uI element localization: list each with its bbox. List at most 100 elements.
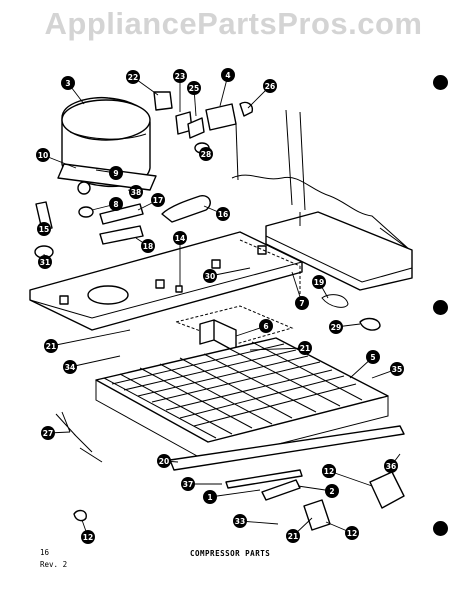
callout-18: 18 [141,239,155,253]
base-plate [29,231,303,331]
callout-marker [199,147,213,161]
callout-number: 31 [40,258,50,267]
callout-marker [233,514,247,528]
callout-number: 27 [43,429,53,438]
callout-marker [366,350,380,364]
callout-2: 2 [325,484,339,498]
callout-number: 7 [299,299,304,308]
callout-marker [286,529,300,543]
callout-marker [345,526,359,540]
callout-marker [141,239,155,253]
callout-marker [109,197,123,211]
callout-31: 31 [38,255,52,269]
callout-23: 23 [173,69,187,83]
callout-14: 14 [173,231,187,245]
callout-number: 14 [175,234,185,243]
callout-marker [173,231,187,245]
callout-marker [312,275,326,289]
callout-marker [221,68,235,82]
gasket-19 [321,294,349,308]
bracket-6 [199,319,237,353]
callout-marker [329,320,343,334]
fan-motor [369,471,405,509]
callout-marker [216,207,230,221]
clip-29 [359,317,381,331]
binder-hole-middle [433,300,448,315]
callout-marker [44,339,58,353]
callout-marker [173,69,187,83]
callout-number: 1 [207,493,212,502]
callout-28: 28 [199,147,213,161]
callout-marker [109,166,123,180]
callout-number: 29 [331,323,341,332]
callout-number: 17 [153,196,163,205]
binder-hole-bottom [433,521,448,536]
page-number: 16 [40,548,50,557]
callout-30: 30 [203,269,217,283]
callout-36: 36 [384,459,398,473]
callout-marker [187,81,201,95]
callout-number: 18 [143,242,153,251]
callout-number: 22 [128,73,138,82]
callout-37: 37 [181,477,195,491]
callout-number: 6 [263,322,268,331]
callout-number: 33 [235,517,245,526]
callout-number: 5 [370,353,375,362]
callout-number: 12 [83,533,93,542]
callout-1: 1 [203,490,217,504]
callout-labels: 1234567891011121212141516171819202121212… [36,68,404,544]
callout-5: 5 [366,350,380,364]
callout-20: 20 [157,454,171,468]
motor-bracket [303,499,331,531]
callout-35: 35 [390,362,404,376]
side-bracket [265,211,413,291]
callout-number: 8 [113,200,118,209]
callout-marker [63,360,77,374]
callout-number: 21 [46,342,56,351]
callout-21: 21 [286,529,300,543]
tubing-parts [34,195,211,259]
callout-number: 3 [65,79,70,88]
drain-tray [169,425,405,489]
callout-marker [259,319,273,333]
callout-number: 28 [201,150,211,159]
callout-marker [384,459,398,473]
callout-3: 3 [61,76,75,90]
callout-marker [157,454,171,468]
callout-number: 12 [324,467,334,476]
callout-7: 7 [295,296,309,310]
binder-hole-top [433,75,448,90]
callout-marker [81,530,95,544]
callout-number: 38 [131,188,141,197]
callout-12: 12 [81,530,95,544]
watermark: AppliancePartsPros.com [44,6,423,41]
callout-6: 6 [259,319,273,333]
callout-number: 35 [392,365,402,374]
condenser-coil [95,337,389,463]
callout-marker [390,362,404,376]
callout-number: 15 [39,225,49,234]
callout-38: 38 [129,185,143,199]
callout-17: 17 [151,193,165,207]
callout-marker [36,148,50,162]
callout-number: 10 [38,151,48,160]
callout-marker [203,490,217,504]
callout-25: 25 [187,81,201,95]
callout-number: 19 [314,278,324,287]
callout-marker [325,484,339,498]
callout-number: 36 [386,462,396,471]
callout-number: 20 [159,457,169,466]
wire-harness [55,411,103,463]
callout-marker [41,426,55,440]
callout-marker [38,255,52,269]
compressor [57,96,157,199]
callout-19: 19 [312,275,326,289]
callout-27: 27 [41,426,55,440]
callout-34: 34 [63,360,77,374]
callout-marker [203,269,217,283]
callout-number: 23 [175,72,185,81]
callout-number: 12 [347,529,357,538]
callout-10: 10 [36,148,50,162]
callout-number: 25 [189,84,199,93]
callout-33: 33 [233,514,247,528]
